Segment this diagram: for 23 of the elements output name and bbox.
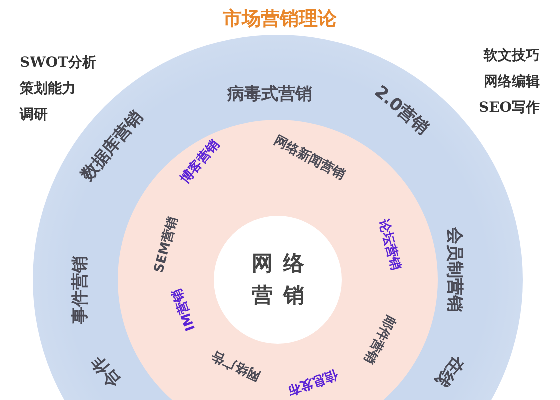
ring-label: 事件营销: [70, 256, 92, 324]
ring-label: 网络广告: [208, 346, 264, 386]
skill-label: SEO写作: [479, 99, 540, 117]
ring-label: SEM营销: [150, 215, 182, 275]
ring-label: 博客营销: [176, 136, 224, 188]
ring-label: 邮件营销: [360, 312, 400, 368]
skill-label: 软文技巧: [484, 47, 540, 65]
skill-label: 网络编辑: [484, 73, 540, 91]
center-label: 网络营销: [250, 250, 316, 309]
ring-label: 网络新闻营销: [271, 132, 349, 184]
ring-label: 合作: [86, 352, 126, 392]
skill-label: 策划能力: [20, 80, 76, 98]
ring-label: 在线: [430, 352, 470, 392]
ring-label: 病毒式营销: [228, 84, 312, 106]
ring-label: 论坛营销: [374, 218, 404, 272]
ring-label: 2.0营销: [370, 81, 434, 140]
ring-label: IM营销: [168, 286, 200, 334]
ring-label: 数据库营销: [76, 106, 148, 186]
skill-label: 调研: [20, 106, 48, 124]
title: 市场营销理论: [222, 7, 338, 32]
skill-label: SWOT分析: [20, 54, 96, 72]
ring-label: 会员制营销: [444, 228, 466, 312]
ring-label: 信息发布: [286, 366, 340, 400]
